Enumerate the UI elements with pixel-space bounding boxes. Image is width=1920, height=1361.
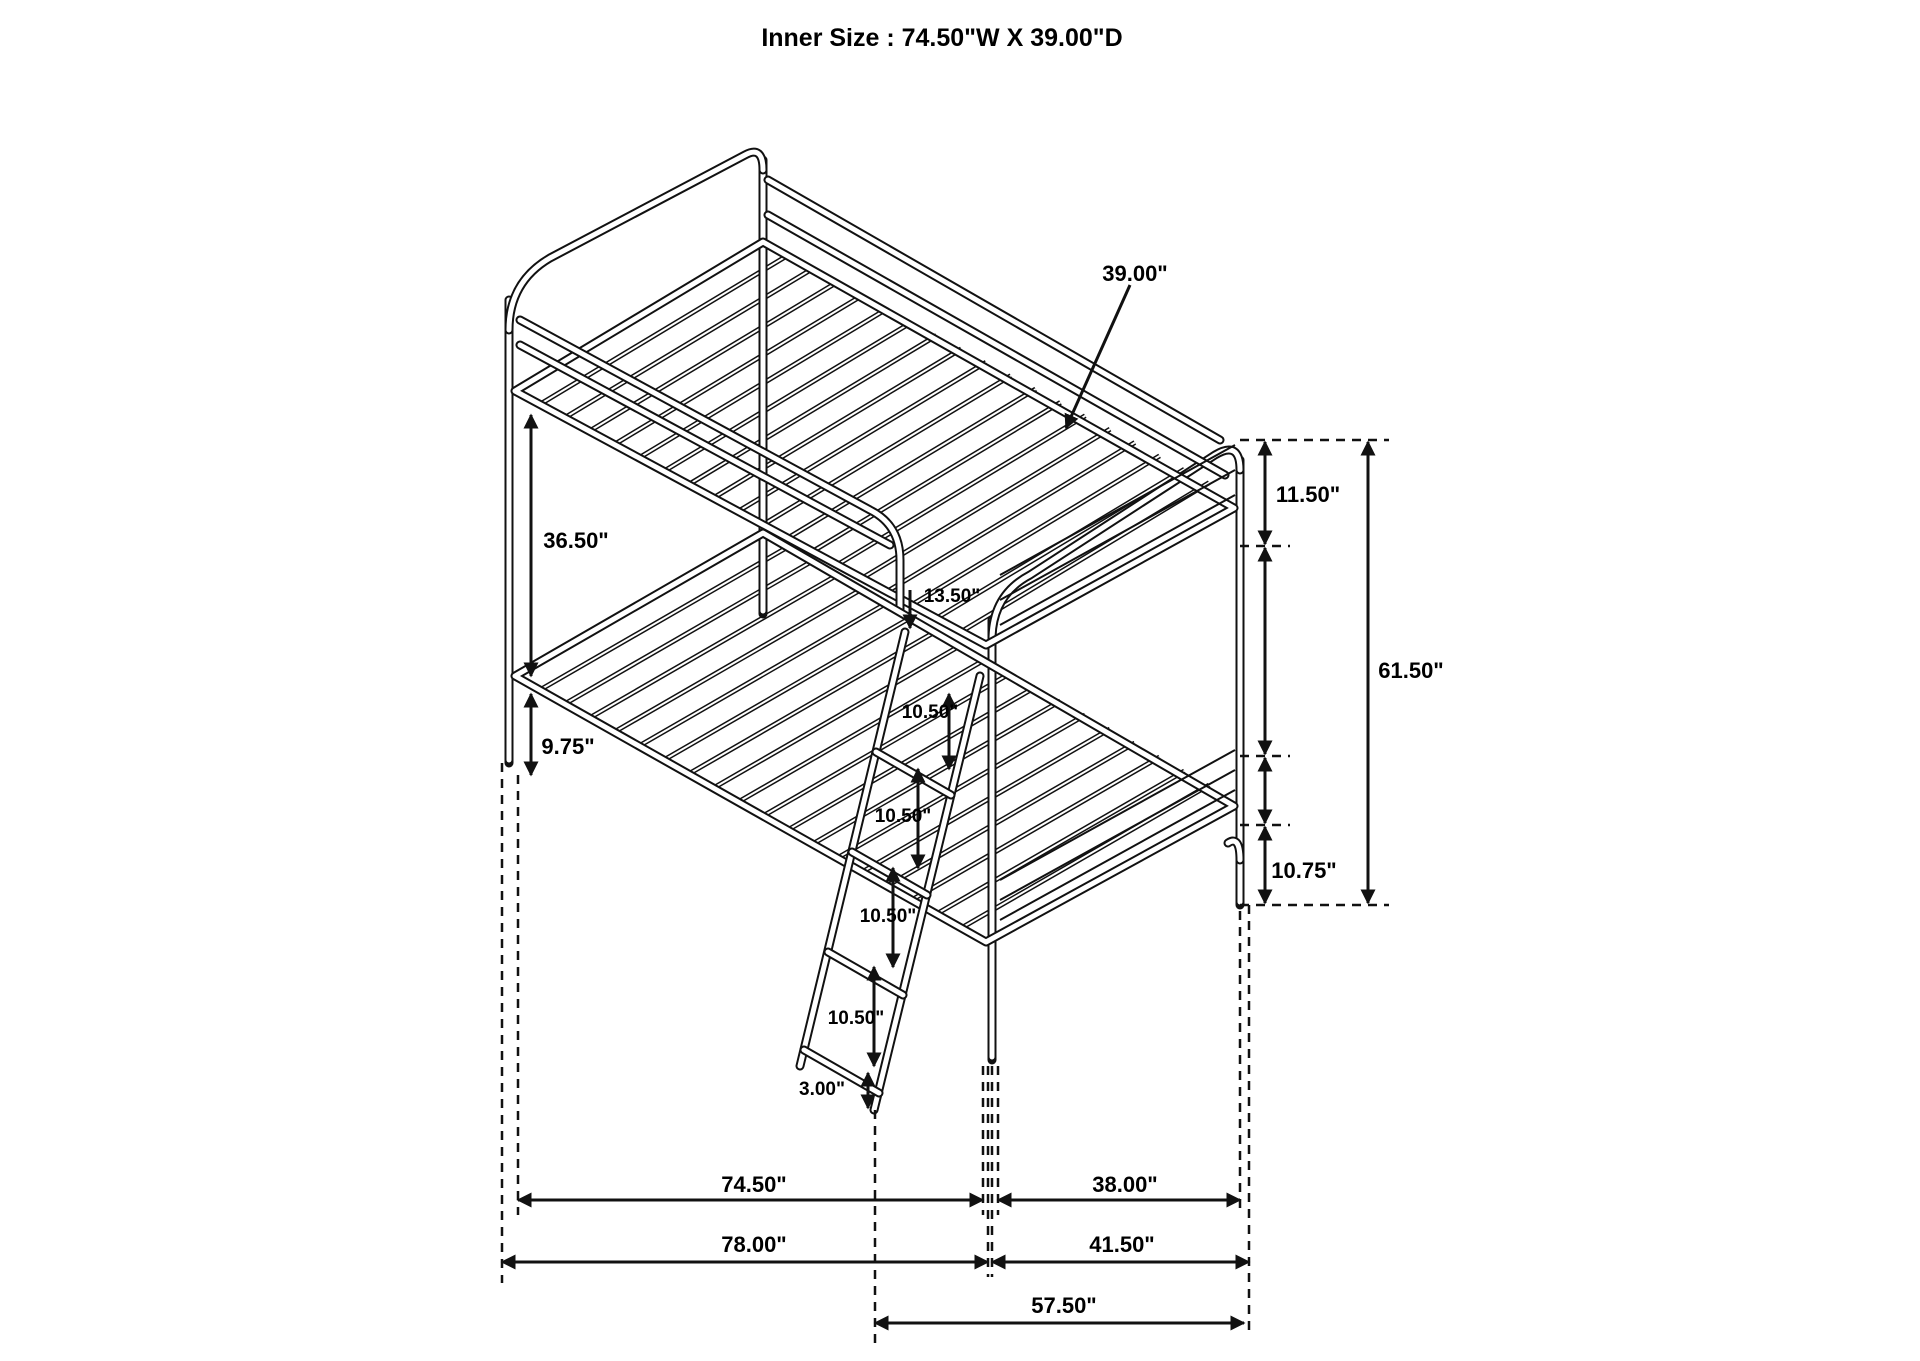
upper-slat <box>737 361 987 513</box>
label-lower-deck-height: 9.75" <box>541 734 594 759</box>
lower-deck <box>510 528 1239 947</box>
lower-slat <box>588 574 838 719</box>
label-bunk-clearance: 36.50" <box>543 528 608 553</box>
inner-size-title: Inner Size : 74.50"W X 39.00"D <box>761 24 1122 52</box>
upper-slat <box>539 254 789 406</box>
upper-deck <box>510 175 1239 650</box>
bed-posts <box>504 155 1245 1065</box>
label-rung-spacing-4: 10.50" <box>828 1008 885 1029</box>
label-lower-rail-height: 10.75" <box>1271 858 1336 883</box>
lower-slat <box>737 658 987 803</box>
label-ladder-foot: 3.00" <box>799 1079 845 1100</box>
lower-slat <box>960 784 1210 929</box>
lower-slat <box>638 602 888 747</box>
upper-slat <box>911 455 1161 606</box>
label-width-with-ladder: 57.50" <box>1031 1293 1096 1318</box>
upper-slat <box>836 414 1086 566</box>
upper-slat <box>762 374 1012 526</box>
upper-slat <box>935 468 1185 620</box>
lower-slat <box>811 700 1061 845</box>
label-inner-width: 38.00" <box>1092 1172 1157 1197</box>
label-guard-rail-height: 11.50" <box>1276 482 1340 507</box>
lower-slat <box>836 714 1086 859</box>
dimension-labels: 39.00" 11.50" 61.50" 36.50" 13.50" 10.50… <box>541 261 1443 1318</box>
end-frames <box>504 147 1245 865</box>
upper-slat <box>613 294 863 446</box>
extension-lines <box>500 438 1389 1345</box>
lower-slat <box>712 644 962 789</box>
dimension-arrows <box>500 284 1376 1331</box>
label-inner-length: 74.50" <box>721 1172 786 1197</box>
upper-slat <box>886 441 1136 593</box>
lower-slat <box>911 756 1161 901</box>
label-slat-depth: 39.00" <box>1102 261 1167 286</box>
lower-slat <box>762 672 1012 817</box>
lower-slat <box>613 588 863 733</box>
label-total-height: 61.50" <box>1378 658 1443 683</box>
label-rung-spacing-1: 10.50" <box>902 702 959 723</box>
bunk-bed-frame <box>504 147 1245 1115</box>
lower-slat <box>539 546 789 691</box>
upper-slat <box>663 321 913 473</box>
upper-slat <box>688 334 938 486</box>
upper-slat <box>811 401 1061 553</box>
lower-slat <box>861 728 1111 873</box>
bed-slats <box>538 253 1211 931</box>
lower-slat <box>564 560 814 705</box>
label-outer-width: 41.50" <box>1089 1232 1154 1257</box>
upper-slat <box>712 348 962 499</box>
label-rung-spacing-2: 10.50" <box>875 806 932 827</box>
lower-slat <box>935 770 1185 915</box>
label-rung-spacing-3: 10.50" <box>860 906 917 927</box>
lower-slat <box>663 616 913 761</box>
upper-slat <box>787 388 1037 539</box>
upper-slat <box>588 281 838 432</box>
label-outer-length: 78.00" <box>721 1232 786 1257</box>
lower-slat <box>886 742 1136 887</box>
label-ladder-top: 13.50" <box>924 586 981 607</box>
